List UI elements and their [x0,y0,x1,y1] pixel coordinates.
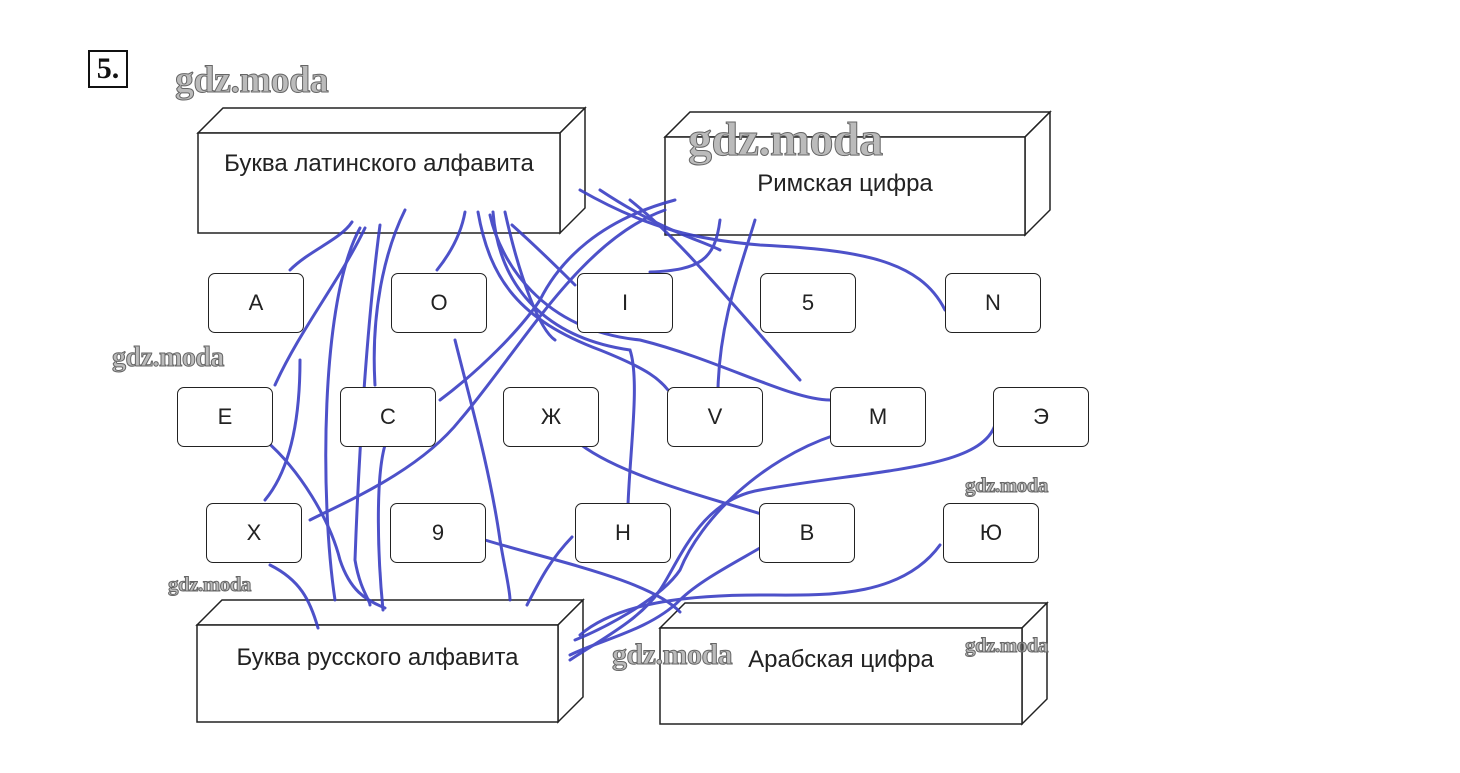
connection-line [491,210,636,507]
connection-line [308,208,667,522]
arabic-box [658,601,1049,726]
roman-box-label: Римская цифра [757,170,933,197]
symbol-cell: A [208,273,304,333]
connection-line [525,535,574,607]
connection-line [324,226,362,602]
latin-box [196,106,587,235]
connection-line [353,223,382,607]
russian-box [195,598,585,724]
connection-line [288,220,354,272]
connection-line [435,210,467,272]
watermark: gdz.moda [611,638,733,672]
symbol-cell: M [830,387,926,447]
connection-line [263,438,387,610]
symbol-cell: E [177,387,273,447]
connection-line [372,208,407,387]
connection-line [438,198,677,402]
symbol-cell: В [759,503,855,563]
russian-box-label: Буква русского алфавита [236,644,519,671]
connection-line [488,213,832,402]
symbol-cell: X [206,503,302,563]
symbol-cell: C [340,387,436,447]
connection-line [376,443,387,612]
watermark: gdz.moda [688,113,884,167]
symbol-cell: O [391,273,487,333]
watermark: gdz.moda [174,59,329,102]
connection-line [648,218,722,274]
watermark: gdz.moda [112,342,225,374]
symbol-cell: N [945,273,1041,333]
connection-line [263,358,302,502]
exercise-number: 5. [88,50,128,88]
watermark: gdz.moda [168,572,252,597]
watermark: gdz.moda [965,633,1049,658]
connection-line [453,338,512,602]
connection-line [568,423,997,662]
connection-line [476,210,670,392]
connection-line [503,210,557,342]
symbol-cell: 5 [760,273,856,333]
connection-line [273,226,367,387]
symbol-cell: Ю [943,503,1039,563]
connection-line [268,563,320,630]
symbol-cell: 9 [390,503,486,563]
arabic-box-label: Арабская цифра [748,646,934,673]
connection-line [578,543,942,637]
symbol-cell: I [577,273,673,333]
connection-line [716,218,757,390]
symbol-cell: Э [993,387,1089,447]
connection-line [573,438,767,517]
connection-line [628,198,802,382]
connection-line [573,433,837,642]
symbol-cell: V [667,387,763,447]
latin-box-label: Буква латинского алфавита [224,150,534,177]
roman-box [663,110,1052,237]
symbol-cell: Ж [503,387,599,447]
watermark: gdz.moda [965,473,1049,498]
symbol-cell: Н [575,503,671,563]
